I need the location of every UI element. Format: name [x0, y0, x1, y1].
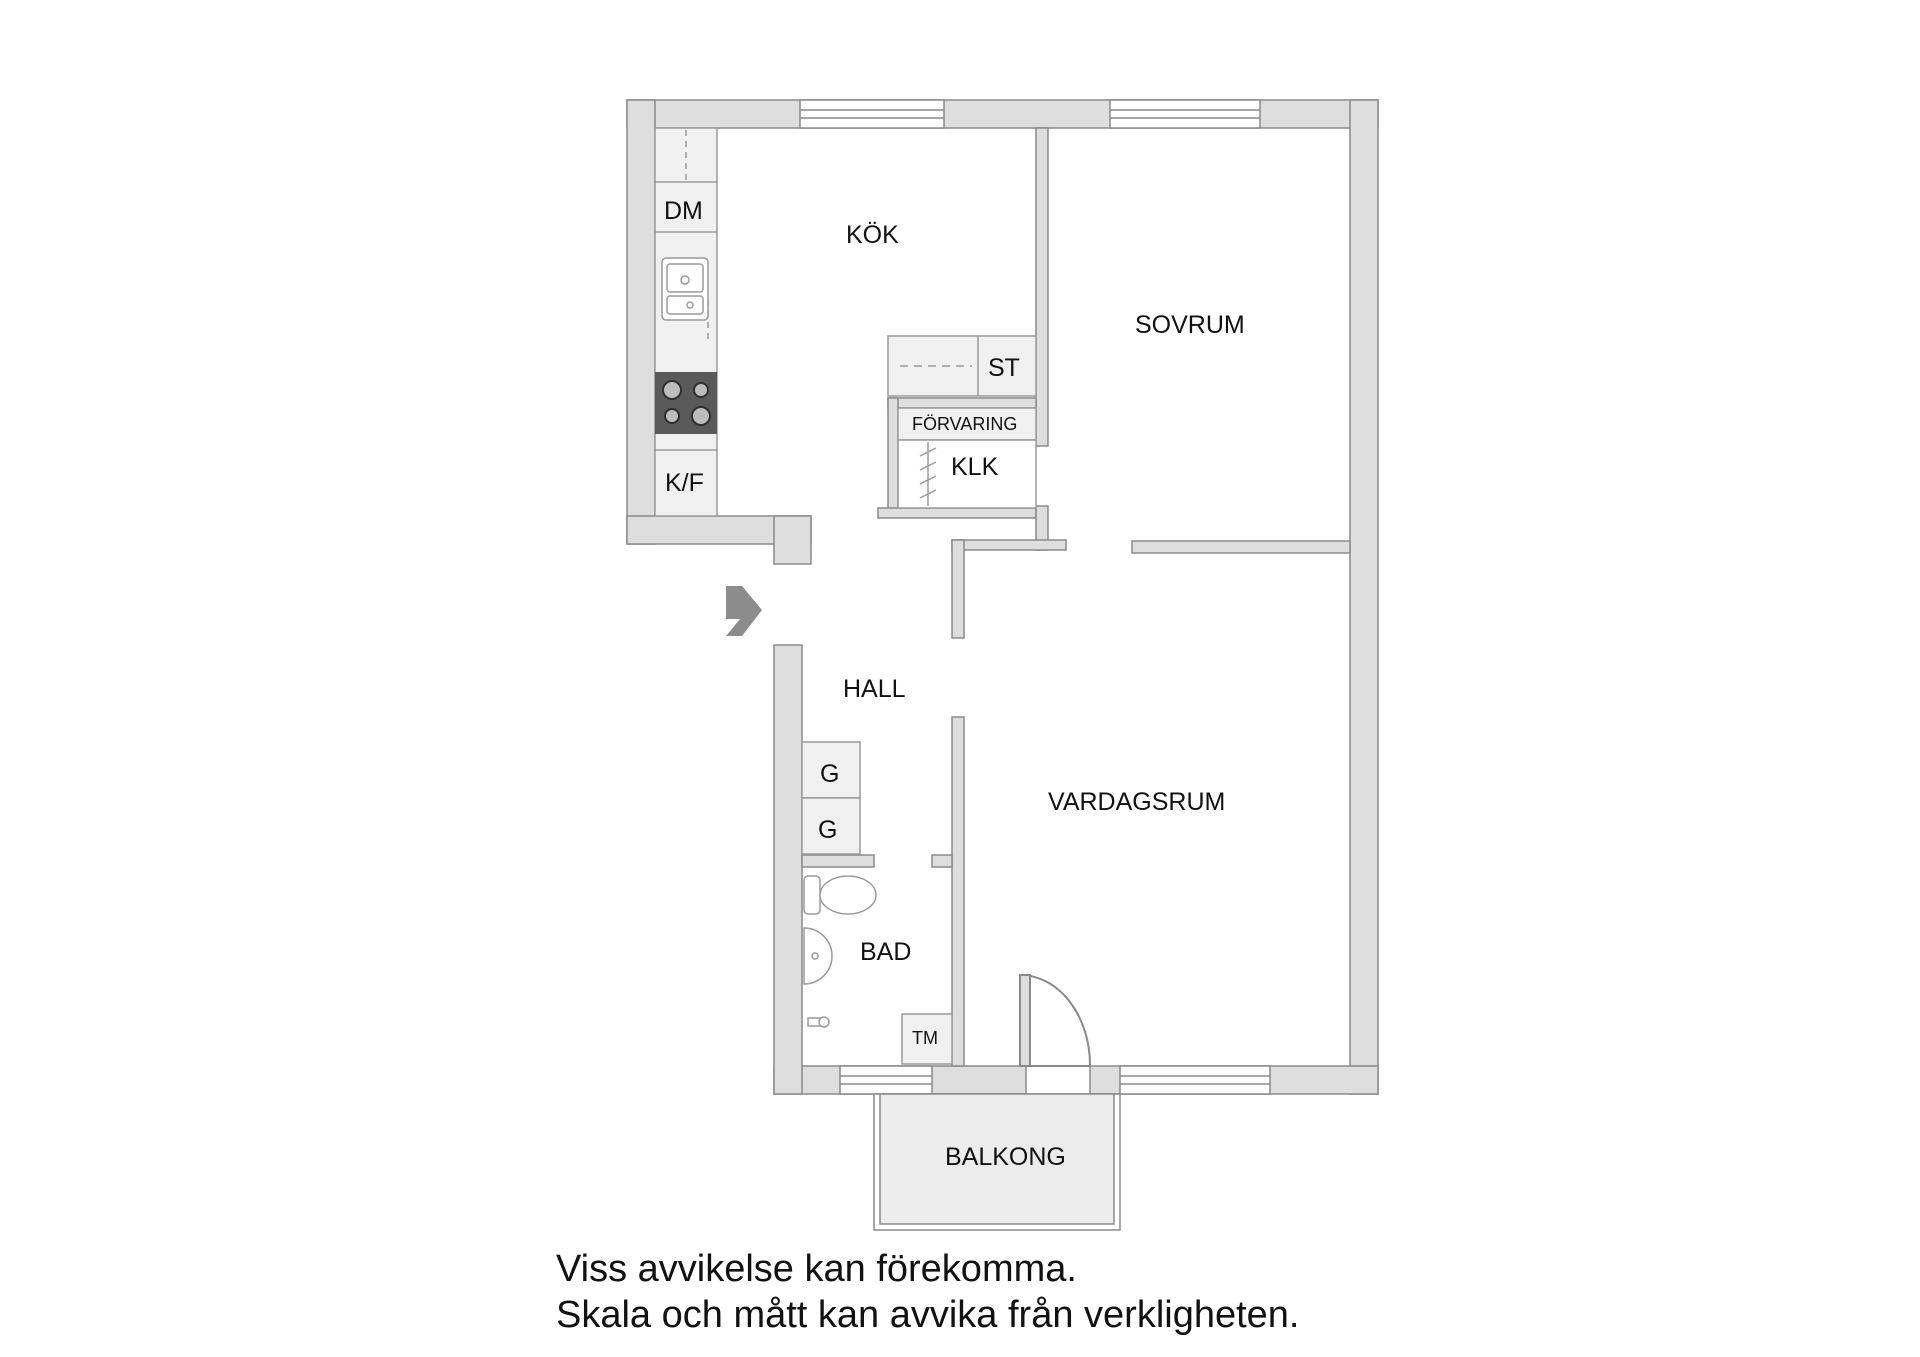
door-swing-icon — [1019, 973, 1092, 1067]
closet-klk — [897, 407, 1037, 509]
window-icon — [839, 1065, 933, 1095]
room-label-hall: HALL — [843, 675, 906, 703]
storage-st — [887, 335, 1037, 397]
disclaimer-line-2: Skala och mått kan avvika från verklighe… — [556, 1294, 1300, 1336]
room-label-balkong: BALKONG — [945, 1143, 1066, 1171]
g1-label: G — [820, 760, 839, 788]
entrance-arrow-icon — [726, 586, 762, 636]
g2-label: G — [818, 816, 837, 844]
washbasin-icon — [803, 927, 833, 985]
window-icon — [1109, 99, 1261, 129]
stove-icon — [655, 372, 717, 434]
st-label: ST — [988, 354, 1020, 382]
shower-icon — [807, 1016, 830, 1028]
room-label-bad: BAD — [860, 938, 911, 966]
forvaring-label: FÖRVARING — [912, 414, 1017, 434]
room-label-vardagsrum: VARDAGSRUM — [1048, 788, 1225, 816]
wardrobes — [801, 741, 861, 855]
kitchen-counter — [654, 127, 718, 517]
window-icon — [799, 99, 945, 129]
toilet-icon — [803, 875, 877, 915]
balcony — [873, 1093, 1121, 1231]
dm-label: DM — [664, 197, 703, 225]
tm-box — [901, 1013, 953, 1065]
room-label-kok: KÖK — [846, 221, 899, 249]
room-label-klk: KLK — [951, 453, 999, 481]
disclaimer-line-1: Viss avvikelse kan förekomma. — [556, 1248, 1077, 1290]
tm-label: TM — [912, 1028, 938, 1048]
sink-icon — [661, 257, 709, 321]
kf-label: K/F — [665, 469, 704, 497]
window-icon — [1119, 1065, 1271, 1095]
room-label-sovrum: SOVRUM — [1135, 311, 1245, 339]
